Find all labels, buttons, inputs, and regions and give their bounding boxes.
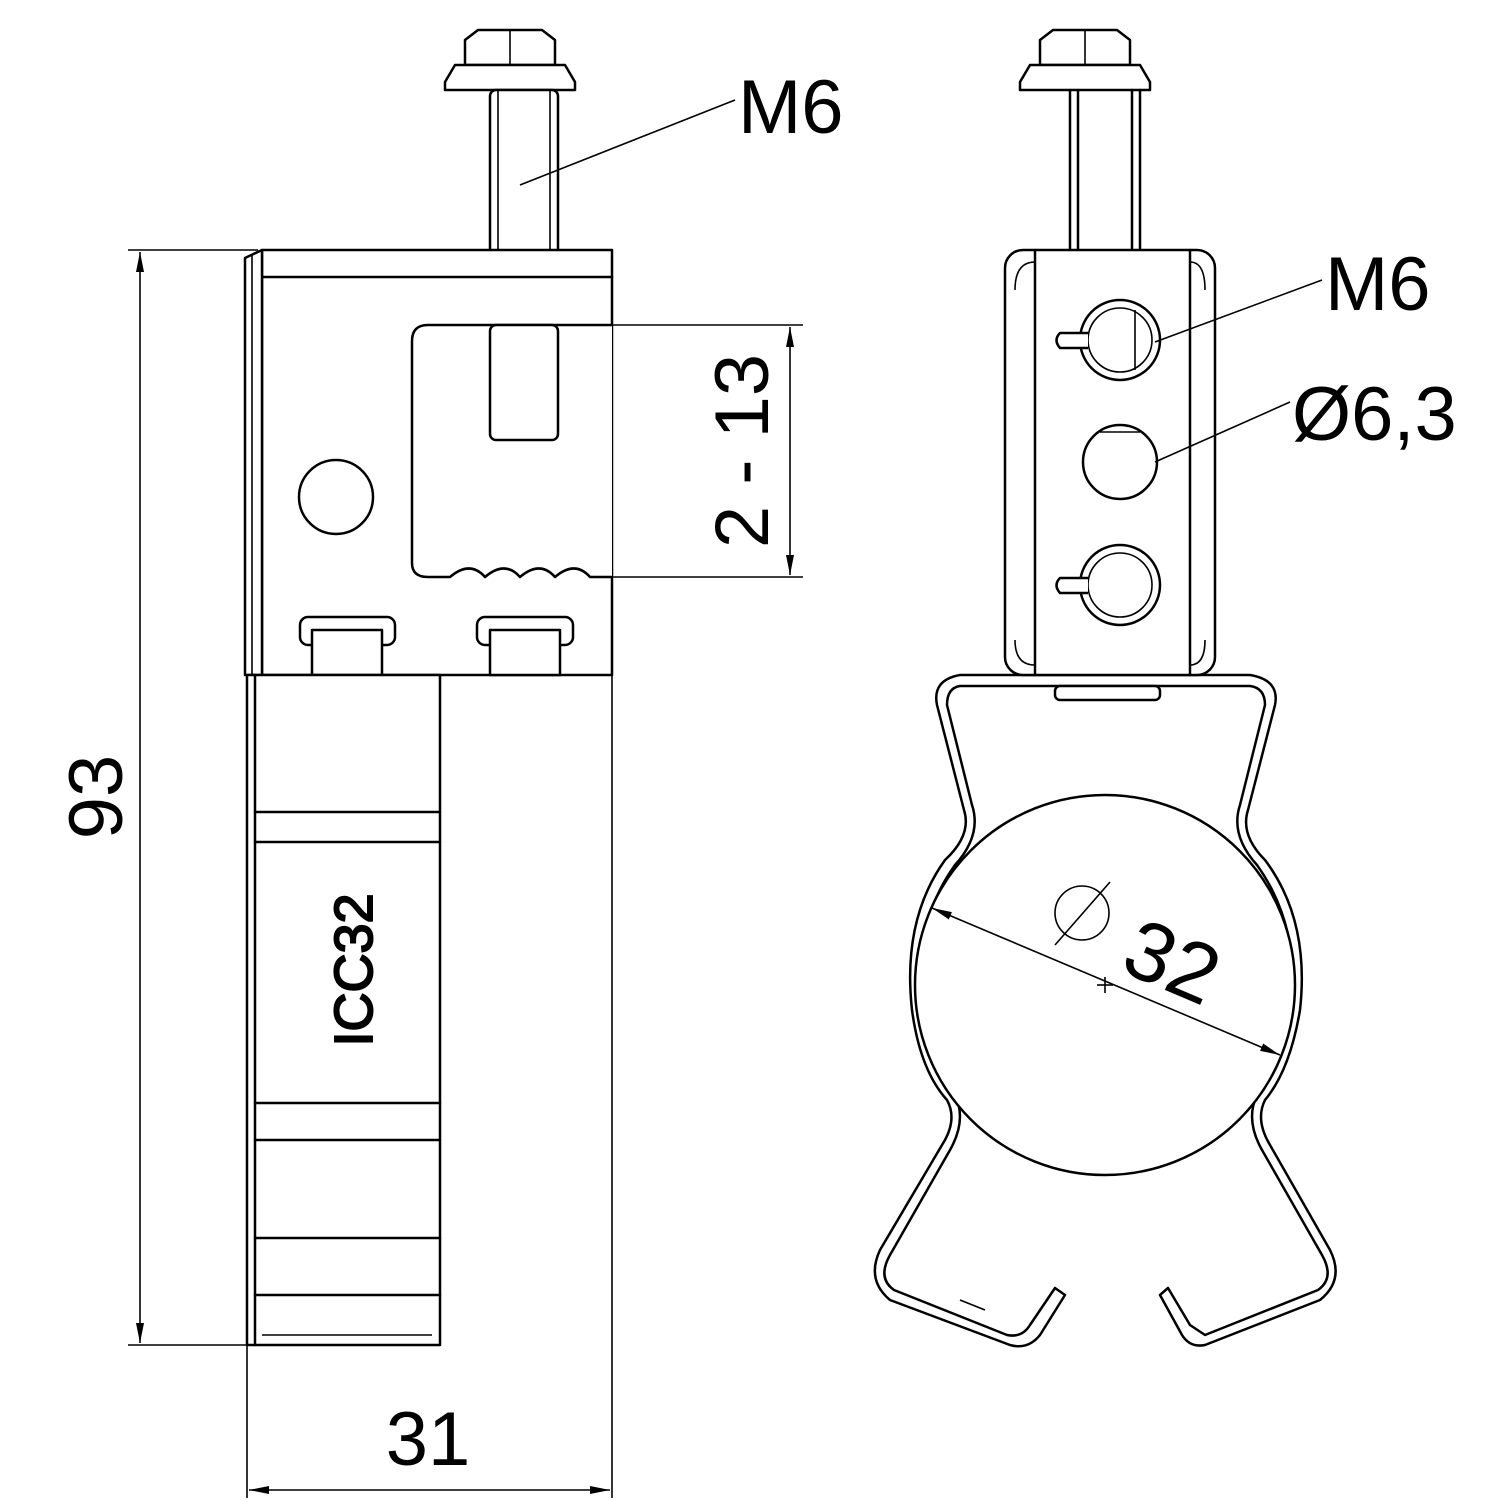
hole-diameter-label: Ø6,3 — [1292, 372, 1457, 457]
bolt-left-label: M6 — [738, 65, 844, 150]
marking-label: ICC32 — [324, 893, 384, 1046]
width-dimension: 31 — [246, 577, 613, 1498]
height-dimension: 93 — [54, 249, 258, 1346]
bracket-front — [1003, 248, 1217, 677]
clamp-range-dimension: 2 - 13 — [612, 324, 803, 578]
height-label: 93 — [54, 755, 139, 840]
diameter-icon — [1054, 881, 1111, 946]
keyhole-bottom — [1055, 543, 1162, 627]
clamp-range-label: 2 - 13 — [700, 354, 785, 548]
bolt-front — [1018, 28, 1152, 252]
front-view: M6 Ø6,3 32 — [873, 28, 1457, 1348]
width-label: 31 — [386, 1397, 471, 1482]
pipe-clamp — [873, 673, 1337, 1348]
bolt-right-label: M6 — [1325, 242, 1431, 327]
clip-side: ICC32 — [245, 673, 442, 1347]
side-view: 93 31 — [54, 28, 844, 1498]
bracket-side — [243, 248, 614, 677]
round-hole — [1081, 423, 1159, 501]
